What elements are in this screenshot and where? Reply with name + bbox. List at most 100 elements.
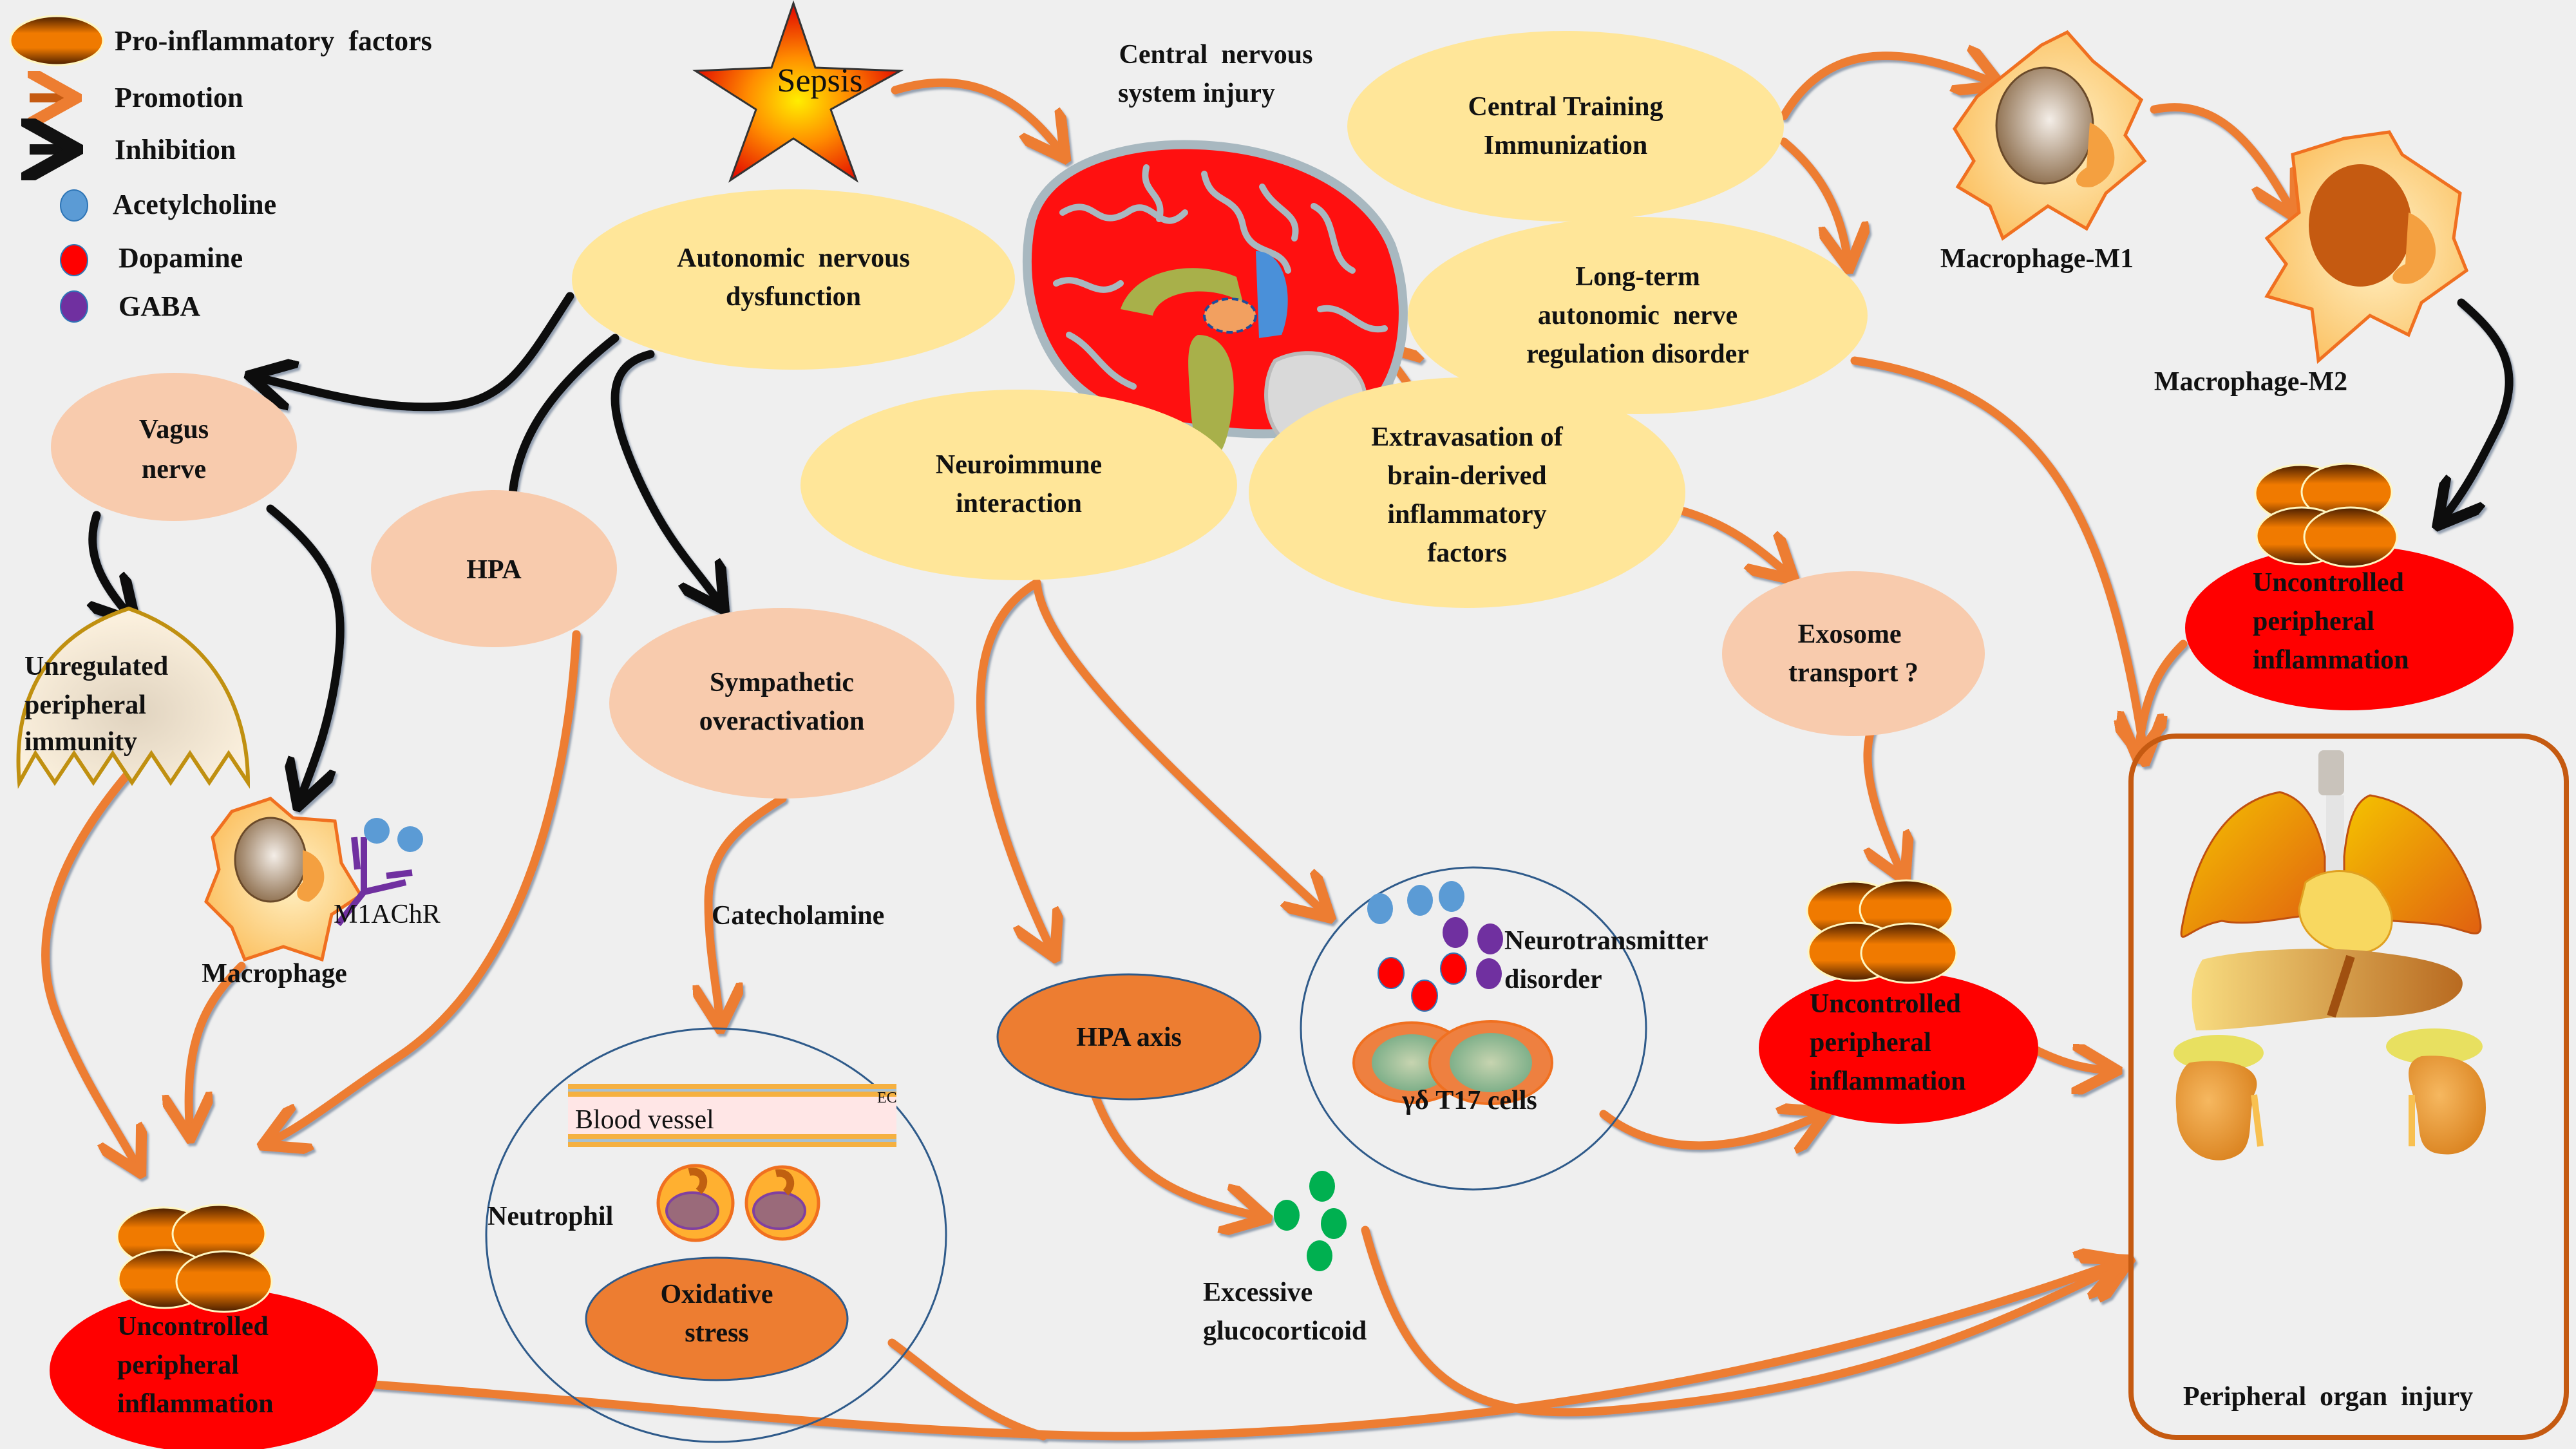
dopamine-icon <box>60 244 88 276</box>
node-hpa: HPA <box>371 490 617 647</box>
acetylcholine-molecule <box>397 826 423 852</box>
node-label-line: peripheral <box>117 1350 239 1380</box>
arrow-unregulated-to-red-bottom <box>41 768 138 1169</box>
left-lung-icon <box>2180 791 2326 938</box>
macrophage-m1-label: Macrophage-M1 <box>1940 244 2134 274</box>
node-label-line: peripheral <box>1810 1028 1931 1057</box>
node-shape <box>585 1256 849 1381</box>
arrow-m1-to-m2 <box>2150 103 2293 213</box>
arrow-vagus-to-macrophage <box>266 504 345 802</box>
arrow-m2-to-red-top-right <box>2441 298 2514 522</box>
gd-t17-label: γδ T17 cells <box>1401 1086 1537 1115</box>
gaba-icon <box>60 290 88 323</box>
ventricle <box>1256 251 1288 338</box>
legend: Pro-inflammatory factors Promotion Inhib… <box>9 15 432 323</box>
arrow-neuroimmune-to-hpa-axis <box>976 578 1053 953</box>
arrow-sepsis-to-brain <box>891 78 1063 155</box>
node-uncontrolled-inflammation-bottom-left: Uncontrolled peripheral inflammation <box>50 1204 378 1449</box>
legend-label: GABA <box>118 290 200 322</box>
arrow-vagus-to-unregulated <box>93 511 132 618</box>
thalamus <box>1203 298 1257 334</box>
node-label-line: peripheral <box>2253 607 2374 636</box>
box-frame <box>2128 734 2569 1440</box>
acetylcholine-icon <box>60 189 88 222</box>
corpus-callosum <box>1121 268 1243 316</box>
node-autonomic-dysfunction: Autonomic nervous dysfunction <box>572 189 1015 370</box>
nucleus-icon <box>2309 164 2412 287</box>
dopamine-molecules <box>1378 952 1467 1012</box>
node-label-line: regulation disorder <box>1526 339 1749 369</box>
legend-label: Dopamine <box>118 242 243 274</box>
legend-label: Pro-inflammatory factors <box>115 25 432 57</box>
node-shape <box>1408 217 1868 414</box>
blood-vessel-icon <box>568 1084 896 1147</box>
nucleus-icon <box>234 817 307 903</box>
glucocorticoid-molecule <box>1274 1200 1300 1231</box>
node-label-line: autonomic nerve <box>1538 301 1738 330</box>
node-shape <box>800 390 1237 580</box>
glucocorticoid-molecule <box>1321 1208 1347 1239</box>
cns-injury-label: Central nervous system injury <box>1118 40 1312 108</box>
node-shape <box>1249 377 1685 608</box>
acetylcholine-molecules <box>1367 881 1464 924</box>
glucocorticoid-molecule <box>1307 1240 1332 1271</box>
node-uncontrolled-inflammation-top-right: Uncontrolled peripheral inflammation <box>2185 462 2514 710</box>
node-shape <box>16 606 251 790</box>
m1achr-receptor-icon <box>336 837 413 927</box>
node-label-line: inflammation <box>2253 645 2409 675</box>
node-label-line: overactivation <box>699 706 865 736</box>
node-shape <box>1347 31 1784 222</box>
node-shape <box>609 608 954 799</box>
arrow-sympathetic-to-vessel <box>708 794 787 1024</box>
sepsis-node: Sepsis <box>692 0 904 183</box>
arrow-neurotransmitter-to-red-mid <box>1599 1114 1823 1146</box>
node-label-line: inflammatory <box>1387 500 1546 529</box>
glucocorticoid-molecule <box>1309 1171 1335 1202</box>
liver-ligament <box>2327 954 2355 1018</box>
neurotransmitter-label-line: disorder <box>1504 965 1602 994</box>
node-label-line: factors <box>1427 538 1507 568</box>
node-label-line: nerve <box>142 455 206 484</box>
organ-injury-label: Peripheral organ injury <box>2183 1382 2473 1412</box>
node-label-line: Immunization <box>1484 131 1647 160</box>
arrow-central-training-to-m1 <box>1779 56 1996 120</box>
m1achr-label: M1AChR <box>334 900 440 929</box>
node-long-term-disorder: Long-term autonomic nerve regulation dis… <box>1408 217 1868 414</box>
brainstem <box>1188 335 1234 460</box>
nucleus-icon <box>1995 66 2094 185</box>
arrow-macrophage-to-red-bottom <box>189 961 246 1133</box>
neurotransmitter-label-line: Neurotransmitter <box>1504 926 1708 956</box>
arrow-autonomic-to-vagus <box>254 292 574 412</box>
node-label-line: HPA <box>466 555 522 585</box>
golgi-icon <box>297 850 325 902</box>
node-shape <box>371 490 617 647</box>
neurotransmitter-panel: Neurotransmitter disorder γδ T17 cells <box>1300 866 1708 1191</box>
neutrophil-label: Neutrophil <box>488 1202 613 1231</box>
sepsis-label: Sepsis <box>777 62 863 99</box>
node-label-line: Exosome <box>1798 620 1902 649</box>
macrophage-m2-label: Macrophage-M2 <box>2154 367 2347 397</box>
legend-item-promotion: Promotion <box>30 82 243 113</box>
gd-t17-cell-icon <box>1428 1020 1553 1105</box>
neutrophil-icon <box>656 1164 735 1242</box>
macrophage-with-receptor: M1AChR Macrophage <box>202 797 440 989</box>
legend-label: Promotion <box>115 82 243 113</box>
macrophage-m1: Macrophage-M1 <box>1940 30 2147 274</box>
legend-item-dopamine: Dopamine <box>60 242 243 276</box>
pro-inflammatory-factors-cluster <box>2254 462 2398 568</box>
node-label-line: Central Training <box>1468 92 1663 122</box>
node-label-line: Neuroimmune <box>936 450 1102 480</box>
node-label-line: peripheral <box>24 690 146 720</box>
pro-inflammatory-factors-cluster <box>116 1204 273 1313</box>
node-hpa-axis: HPA axis <box>996 973 1262 1101</box>
legend-label: Acetylcholine <box>113 189 276 220</box>
node-shape <box>1759 972 2038 1124</box>
arrow-glucocorticoid-to-organ <box>1361 1226 2125 1417</box>
legend-item-acetylcholine: Acetylcholine <box>60 189 276 222</box>
node-shape <box>51 373 297 521</box>
node-label-line: inflammation <box>1810 1066 1966 1096</box>
legend-label: Inhibition <box>115 134 236 166</box>
panel-circle <box>1300 866 1647 1191</box>
ec-label: EC <box>877 1090 897 1106</box>
legend-item-pro-inflammatory: Pro-inflammatory factors <box>9 15 432 66</box>
